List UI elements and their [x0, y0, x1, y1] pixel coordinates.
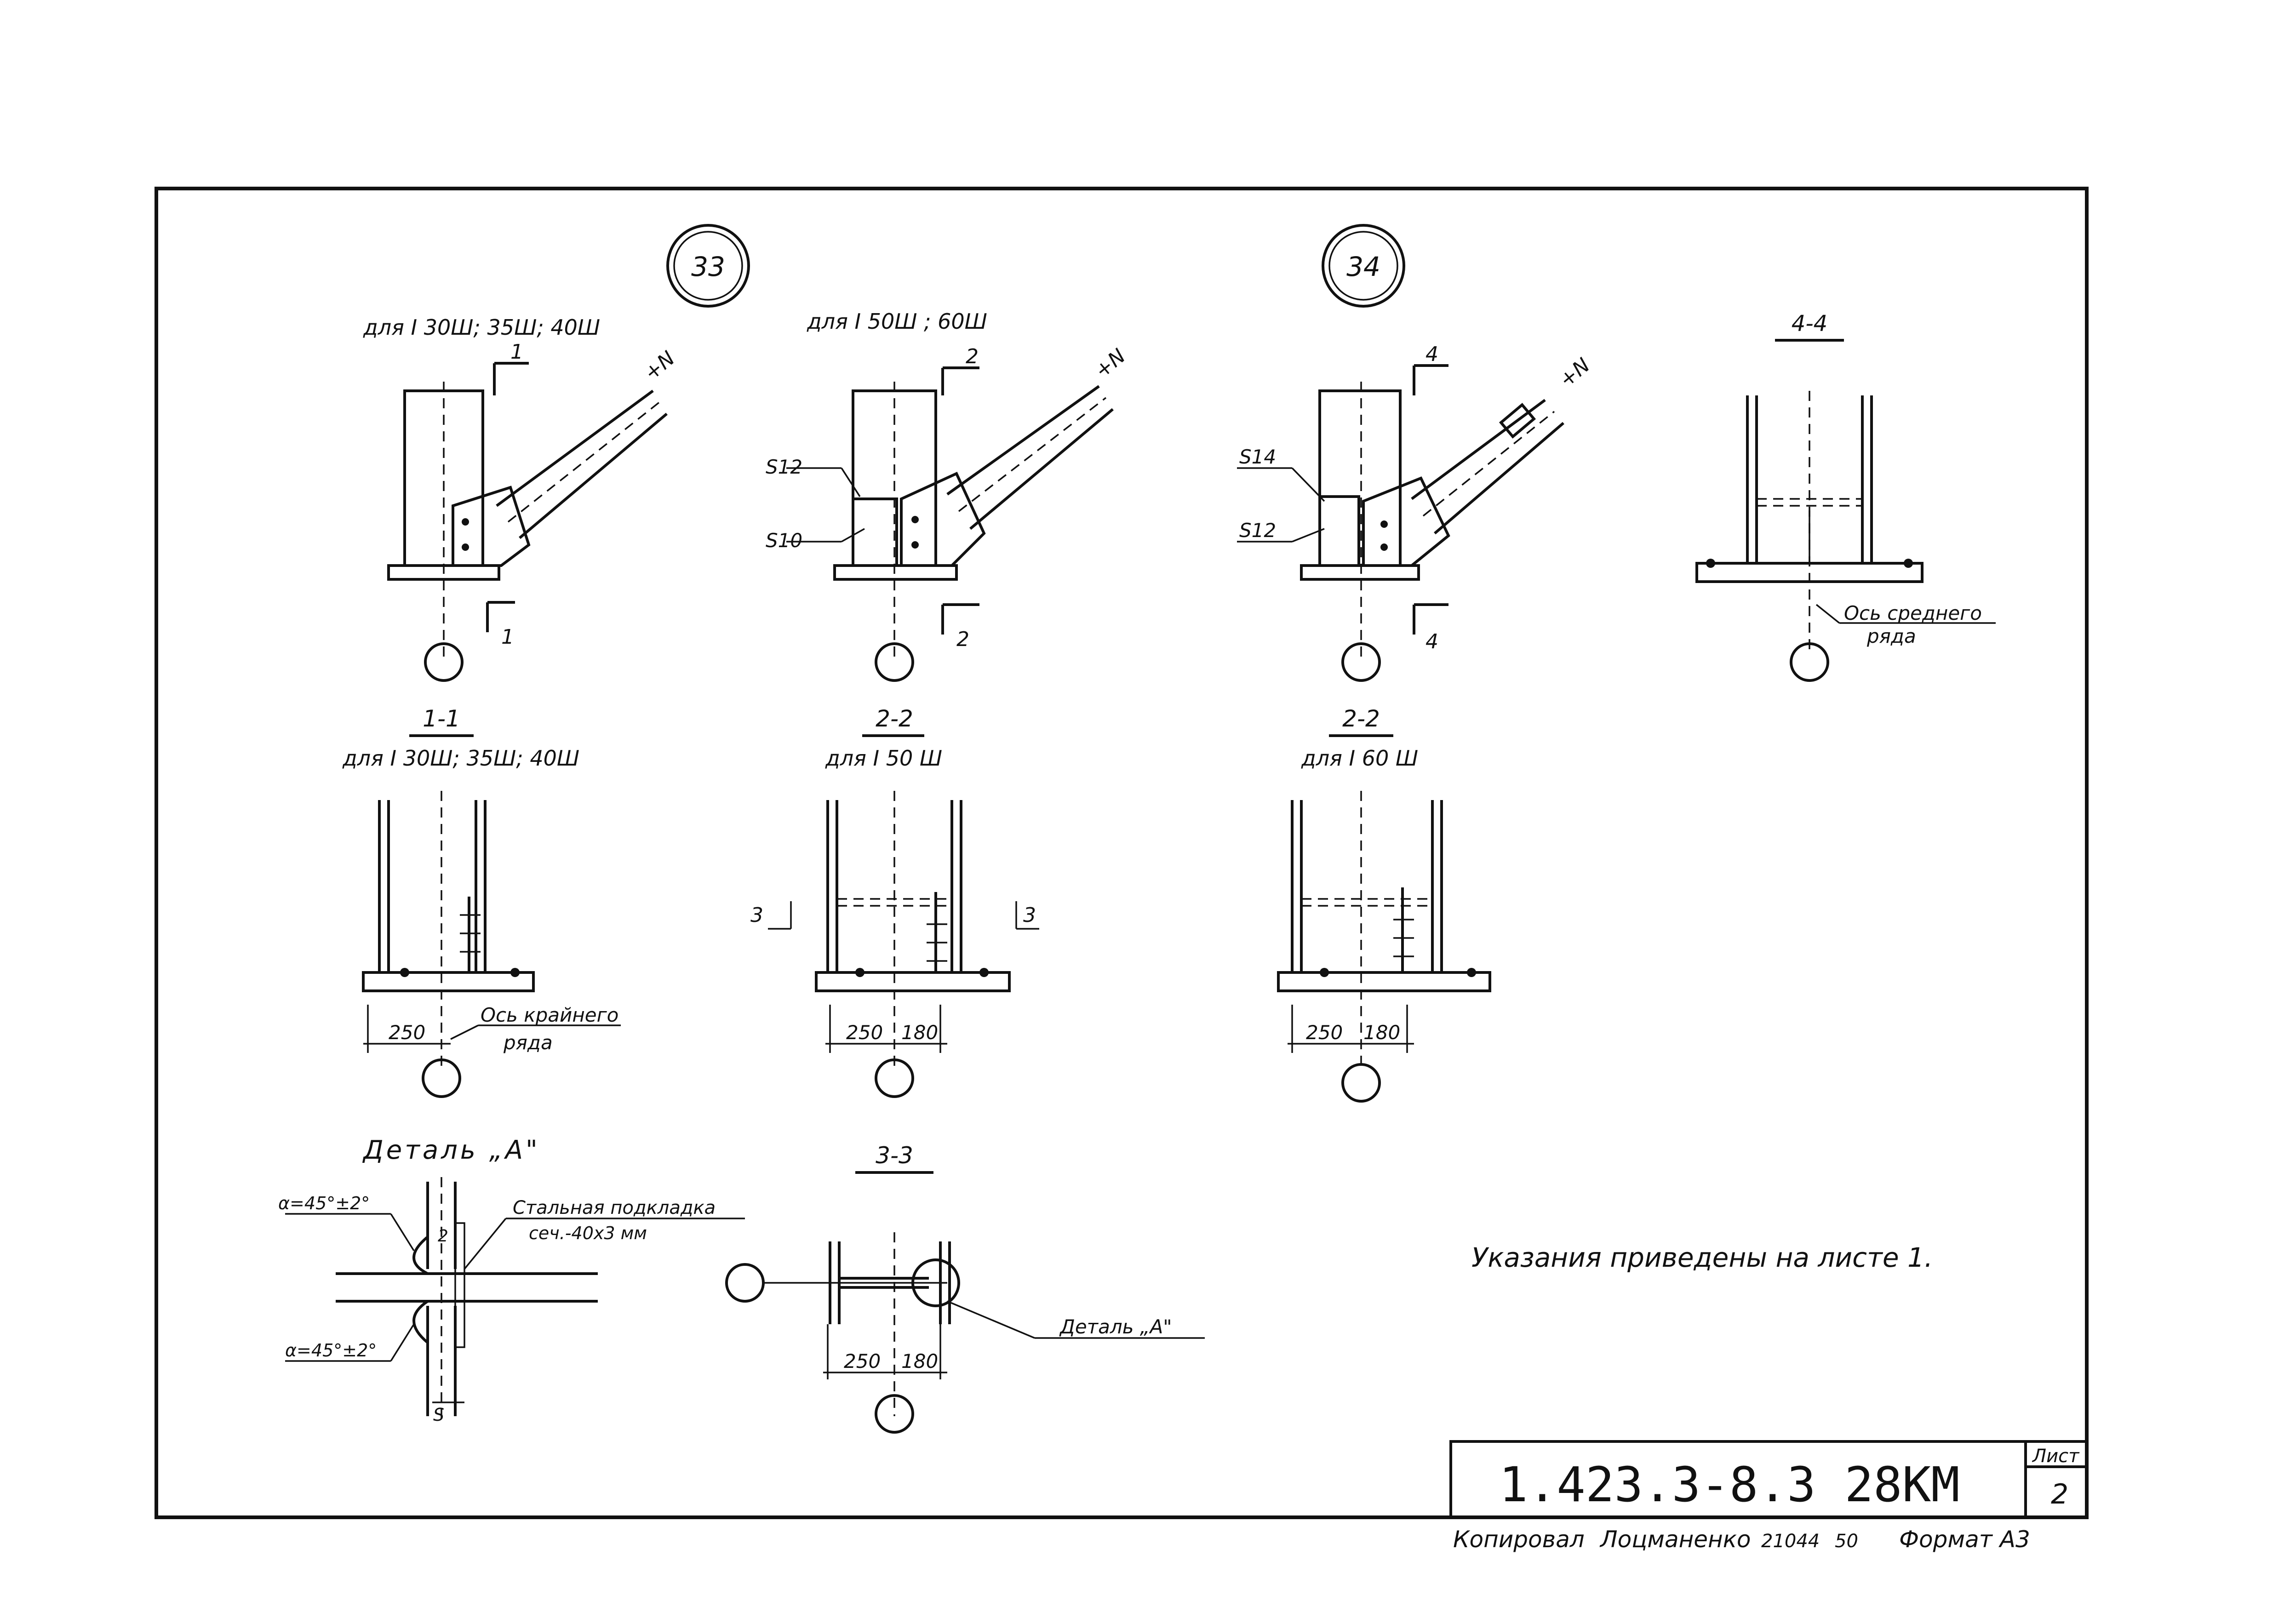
detail-a-angle-bottom: α=45°±2° — [285, 1340, 377, 1361]
cut-1-top-label: 1 — [510, 340, 523, 364]
section-1-1-axis-note-1: Ось крайнего — [481, 1004, 618, 1026]
footer-order-suffix: 50 — [1835, 1531, 1858, 1552]
section-4-4-axis-note-1: Ось среднего — [1844, 602, 1982, 624]
section-2-2b-dim2: 180 — [1363, 1021, 1400, 1044]
title-block-code: 1.423.3-8.3 28КМ — [1499, 1457, 1960, 1513]
section-2-2a-caption: для I 50 Ш — [825, 746, 942, 771]
section-3-3-dim1: 250 — [844, 1350, 881, 1372]
cut-4-bottom-label: 4 — [1426, 630, 1438, 653]
node-33-label-s12: S12 — [766, 456, 802, 478]
node-33-force-1: +N — [640, 347, 679, 385]
section-4-4-axis-note-2: ряда — [1866, 625, 1916, 647]
section-2-2a-dim2: 180 — [901, 1021, 938, 1044]
cut-3-right-label: 3 — [1023, 903, 1036, 927]
node-34-label-s14: S14 — [1239, 446, 1276, 468]
section-2-2b-dim1: 250 — [1306, 1021, 1343, 1044]
detail-a-backing-2: сеч.-40х3 мм — [529, 1223, 647, 1243]
detail-a-title: Деталь „А" — [362, 1135, 540, 1165]
footer-format-label: Формат А3 — [1899, 1526, 2030, 1553]
section-4-4-title: 4-4 — [1792, 311, 1827, 337]
section-1-1: 1-1 для I 30Ш; 35Ш; 40Ш 250 Ось крайнего… — [342, 705, 621, 1098]
section-1-1-title: 1-1 — [423, 705, 460, 732]
section-2-2-b: 2-2 для I 60 Ш 250 180 — [1277, 705, 1491, 1103]
node-34-force: +N — [1555, 354, 1594, 392]
section-2-2-a: 2-2 для I 50 Ш 3 3 250 180 — [750, 705, 1039, 1098]
general-note: Указания приведены на листе 1. — [1471, 1242, 1933, 1273]
node-33-view-1: для I 30Ш; 35Ш; 40Ш +N 1 1 — [363, 315, 680, 682]
footer-copier: Лоцманенко — [1599, 1526, 1751, 1553]
footer-copied-label: Копировал — [1453, 1526, 1585, 1553]
node-34-view: +N S14 S12 4 4 — [1237, 343, 1595, 682]
section-3-3-detail-ref: Деталь „А" — [1059, 1315, 1172, 1338]
title-block-sheet-number: 2 — [2051, 1478, 2068, 1510]
node-33-view-2: для I 50Ш ; 60Ш +N S12 S10 2 2 — [766, 309, 1130, 682]
section-2-2a-dim1: 250 — [846, 1021, 883, 1044]
detail-a-gap-label: 2 — [438, 1227, 448, 1246]
cut-2-top-label: 2 — [966, 345, 979, 368]
footer-order-no: 21044 — [1761, 1531, 1820, 1552]
section-2-2b-title: 2-2 — [1342, 705, 1380, 732]
section-2-2b-caption: для I 60 Ш — [1301, 746, 1418, 771]
section-1-1-caption: для I 30Ш; 35Ш; 40Ш — [342, 746, 579, 771]
node-33-view2-caption: для I 50Ш ; 60Ш — [807, 309, 987, 334]
node-33-marker: 33 — [666, 224, 750, 308]
section-3-3-dim2: 180 — [901, 1350, 938, 1372]
section-1-1-axis-note-2: ряда — [503, 1031, 553, 1054]
cut-4-top-label: 4 — [1426, 343, 1438, 366]
detail-a-angle-top: α=45°±2° — [278, 1193, 370, 1213]
node-34-marker: 34 — [1322, 224, 1405, 308]
node-33-view1-caption: для I 30Ш; 35Ш; 40Ш — [363, 315, 600, 340]
section-1-1-dim1: 250 — [389, 1021, 425, 1044]
node-33-label-s10: S10 — [766, 529, 802, 552]
detail-a: Деталь „А" α=45°±2° α=45°±2° Стальная по… — [278, 1135, 745, 1425]
title-block-sheet-label: Лист — [2032, 1446, 2080, 1467]
detail-a-s-label: S — [433, 1405, 444, 1425]
title-block: 1.423.3-8.3 28КМ Лист 2 — [1449, 1440, 2088, 1519]
cut-3-left-label: 3 — [750, 903, 763, 927]
footer-stamp: Копировал Лоцманенко 21044 50 Формат А3 — [1453, 1526, 2030, 1553]
node-33-number: 33 — [691, 251, 725, 282]
node-34-number: 34 — [1346, 251, 1380, 282]
section-3-3: 3-3 Деталь „А" 250 180 — [725, 1142, 1205, 1434]
section-3-3-title: 3-3 — [876, 1142, 913, 1169]
node-33-force-2: +N — [1090, 344, 1130, 383]
detail-a-backing-1: Стальная подкладка — [513, 1197, 716, 1218]
cut-2-bottom-label: 2 — [956, 628, 969, 651]
section-2-2a-title: 2-2 — [876, 705, 913, 732]
drawing-frame — [155, 187, 2089, 1519]
section-4-4: 4-4 Ось среднего ряда — [1695, 311, 1996, 682]
node-34-label-s12: S12 — [1239, 519, 1276, 542]
cut-1-bottom-label: 1 — [501, 625, 514, 649]
